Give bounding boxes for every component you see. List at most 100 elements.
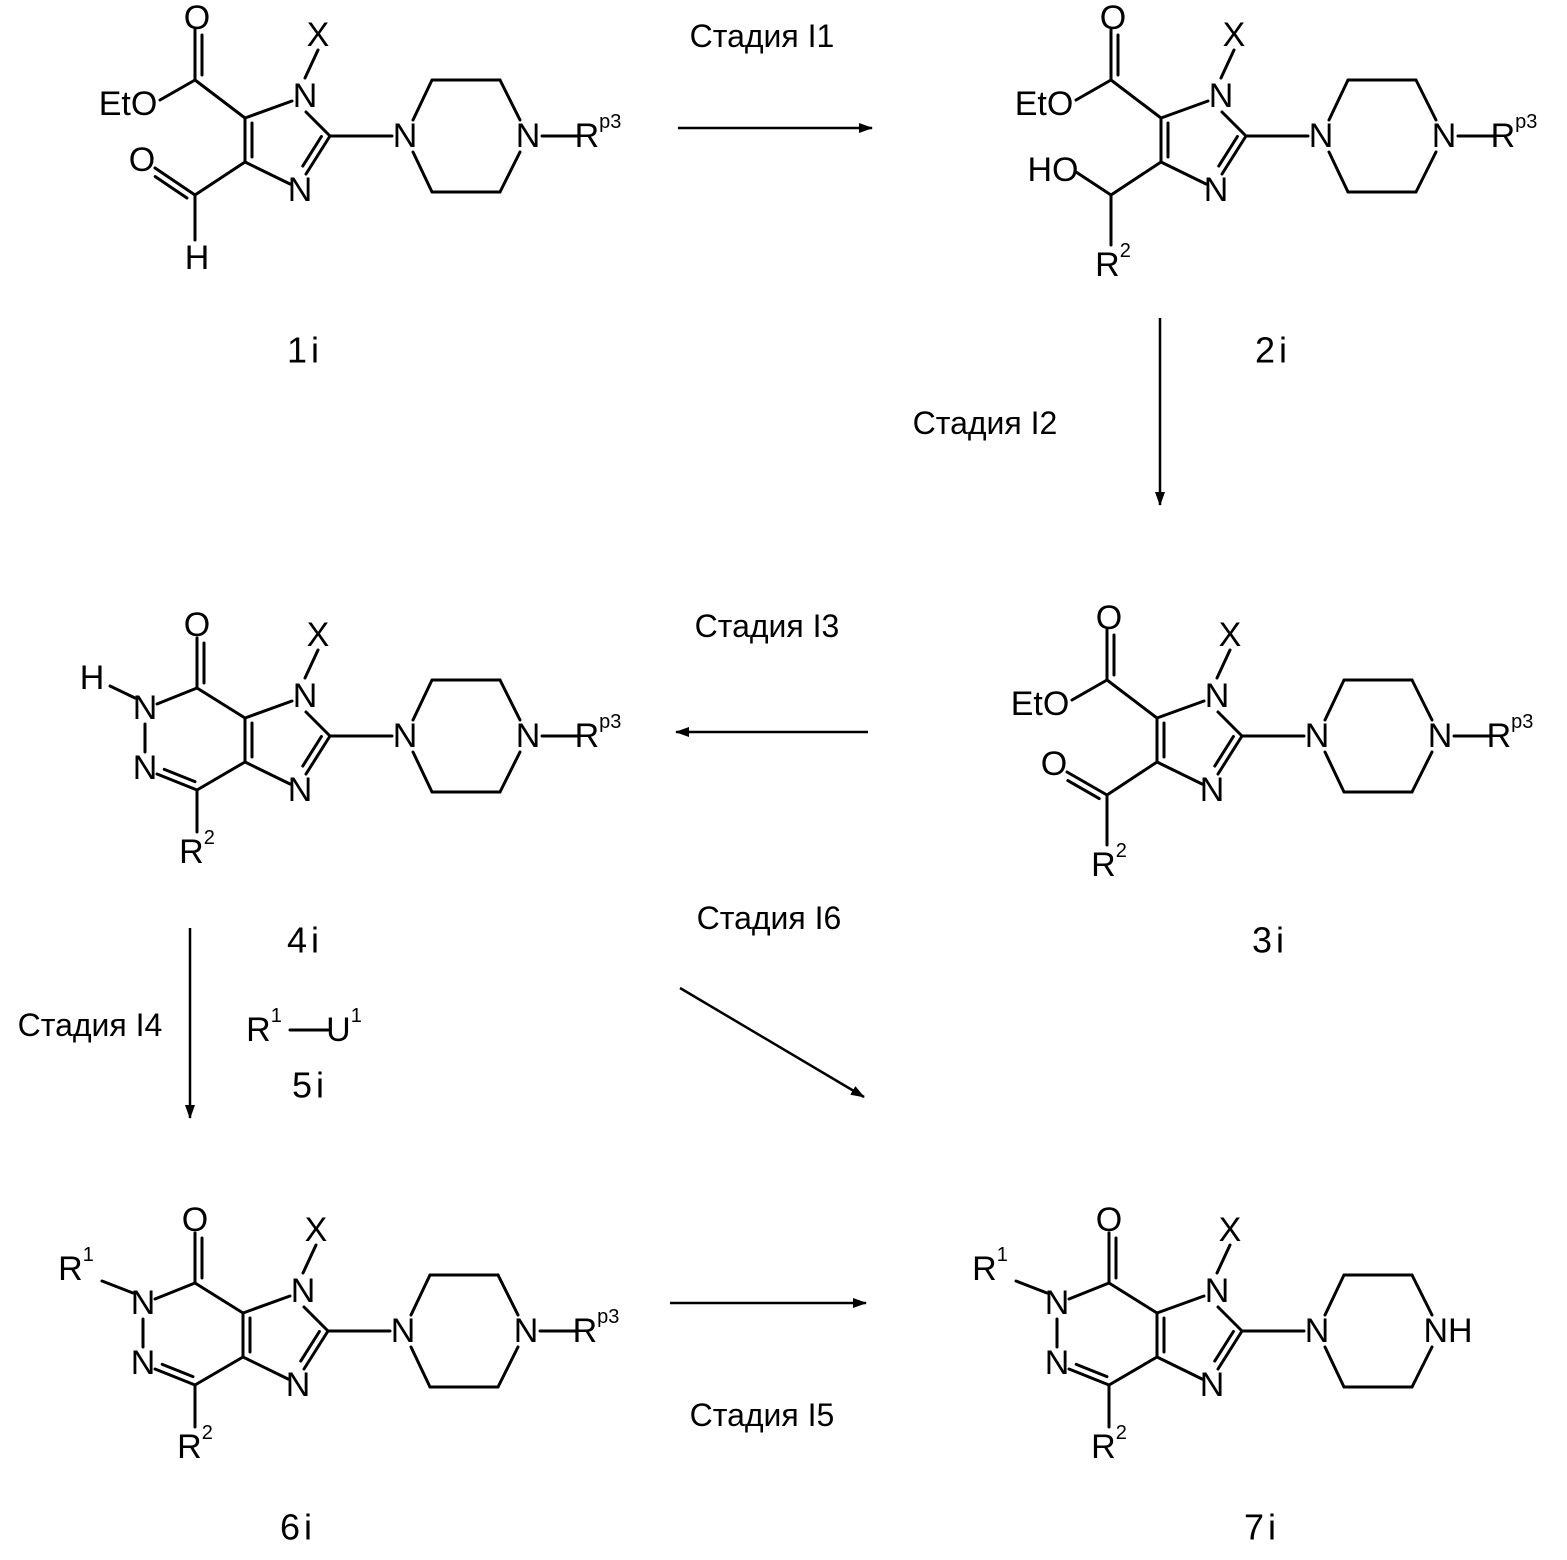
ring-double-bond <box>155 1369 195 1385</box>
piperazine-bond <box>1412 680 1432 720</box>
bond <box>160 80 195 100</box>
ring-bond <box>1157 701 1204 718</box>
ring-bond <box>1161 101 1208 118</box>
piperazine-n1: N <box>393 717 418 755</box>
piperazine-bond <box>1412 752 1432 792</box>
piperazine-bond <box>413 680 432 720</box>
piperazine-n4: N <box>1432 117 1457 155</box>
bond <box>1111 80 1161 118</box>
ring-bond <box>243 1357 288 1379</box>
piperazine-bond <box>1416 152 1436 192</box>
ring-bond <box>1161 162 1206 184</box>
piperazine-bond <box>1412 1275 1432 1315</box>
pyridazine-n: N <box>133 689 158 727</box>
substituent-rp3: Rp3 <box>1487 711 1534 755</box>
substituent-x: X <box>307 616 330 654</box>
ring-bond <box>243 1296 290 1313</box>
imidazole-n1: N <box>293 77 318 115</box>
substituent-x: X <box>1223 16 1246 54</box>
hydroxy-group: HO <box>1028 151 1079 189</box>
imidazole-n1: N <box>1205 677 1230 715</box>
substituent-rp3: Rp3 <box>575 111 622 155</box>
n-x-bond <box>1217 650 1230 678</box>
n-x-bond <box>1217 1245 1230 1273</box>
carbonyl-o: O <box>184 606 210 644</box>
piperazine-bond <box>1325 752 1344 792</box>
ring-bond <box>1157 1357 1202 1379</box>
compound-4i-label: 4i <box>287 920 323 961</box>
piperazine-n1: N <box>1305 717 1330 755</box>
piperazine-bond <box>411 1275 430 1315</box>
n-x-bond <box>305 650 318 678</box>
piperazine-bond <box>1329 152 1348 192</box>
reagent-u1: U1 <box>326 1005 362 1049</box>
piperazine-bond <box>1325 680 1344 720</box>
ethoxy-group: EtO <box>1011 685 1070 723</box>
piperazine-n1: N <box>1305 1312 1330 1350</box>
bond <box>1107 680 1157 718</box>
piperazine-bond <box>500 680 520 720</box>
n-hydrogen: H <box>80 659 105 697</box>
ring-bond <box>245 762 290 784</box>
ring-bond <box>155 1283 195 1299</box>
piperazine-bond <box>500 752 520 792</box>
piperazine-bond <box>411 1347 430 1387</box>
piperazine-bond <box>1416 80 1436 120</box>
pyridazine-n: N <box>131 1344 156 1382</box>
ketone-o: O <box>1041 745 1067 783</box>
piperazine-nh: NH <box>1423 1312 1472 1350</box>
ring-bond <box>1218 1307 1242 1331</box>
compound-1i-label: 1i <box>287 330 323 371</box>
substituent-r1: R1 <box>58 1244 94 1288</box>
n-x-bond <box>1221 50 1234 78</box>
substituent-r2: R2 <box>1091 840 1127 884</box>
ring-bond <box>197 688 245 718</box>
ring-bond <box>157 688 197 704</box>
ring-bond <box>1109 1357 1157 1385</box>
pyridazine-n: N <box>131 1284 156 1322</box>
piperazine-bond <box>413 80 432 120</box>
ring-bond <box>1109 1283 1157 1313</box>
substituent-r2: R2 <box>1091 1422 1127 1466</box>
ring-bond <box>195 1357 243 1385</box>
bond <box>1111 162 1161 195</box>
substituent-x: X <box>305 1211 328 1249</box>
stage-i2-label: Стадия I2 <box>913 405 1058 441</box>
substituent-r2: R2 <box>179 827 215 871</box>
ring-bond <box>245 701 292 718</box>
ring-bond <box>245 162 290 184</box>
carbonyl-o: O <box>1096 599 1122 637</box>
piperazine-bond <box>1412 1347 1432 1387</box>
substituent-r2: R2 <box>177 1422 213 1466</box>
substituent-rp3: Rp3 <box>575 711 622 755</box>
pyridazine-n: N <box>1045 1344 1070 1382</box>
piperazine-bond <box>498 1347 518 1387</box>
piperazine-bond <box>1325 1275 1344 1315</box>
bond <box>1076 172 1111 195</box>
imidazole-n1: N <box>291 1272 316 1310</box>
carbonyl-o: O <box>182 1201 208 1239</box>
aldehyde-o: O <box>129 141 155 179</box>
piperazine-bond <box>498 1275 518 1315</box>
reagent-r1: R1 <box>246 1005 282 1049</box>
n-x-bond <box>305 50 318 78</box>
n-r1-bond <box>102 1281 133 1293</box>
carbonyl-o: O <box>1096 1201 1122 1239</box>
imidazole-n1: N <box>293 677 318 715</box>
imidazole-n3: N <box>1200 771 1225 809</box>
ring-bond <box>1157 762 1202 784</box>
ring-bond <box>306 712 330 736</box>
imidazole-n3: N <box>286 1366 311 1404</box>
arrow-stage-i6 <box>680 988 864 1097</box>
compound-3i-label: 3i <box>1252 920 1288 961</box>
ring-bond <box>306 112 330 136</box>
ring-bond <box>195 1283 243 1313</box>
piperazine-n1: N <box>393 117 418 155</box>
compound-6i-label: 6i <box>280 1507 316 1548</box>
piperazine-n4: N <box>1428 717 1453 755</box>
substituent-x: X <box>307 16 330 54</box>
carbonyl-o: O <box>1100 0 1126 37</box>
imidazole-n1: N <box>1209 77 1234 115</box>
